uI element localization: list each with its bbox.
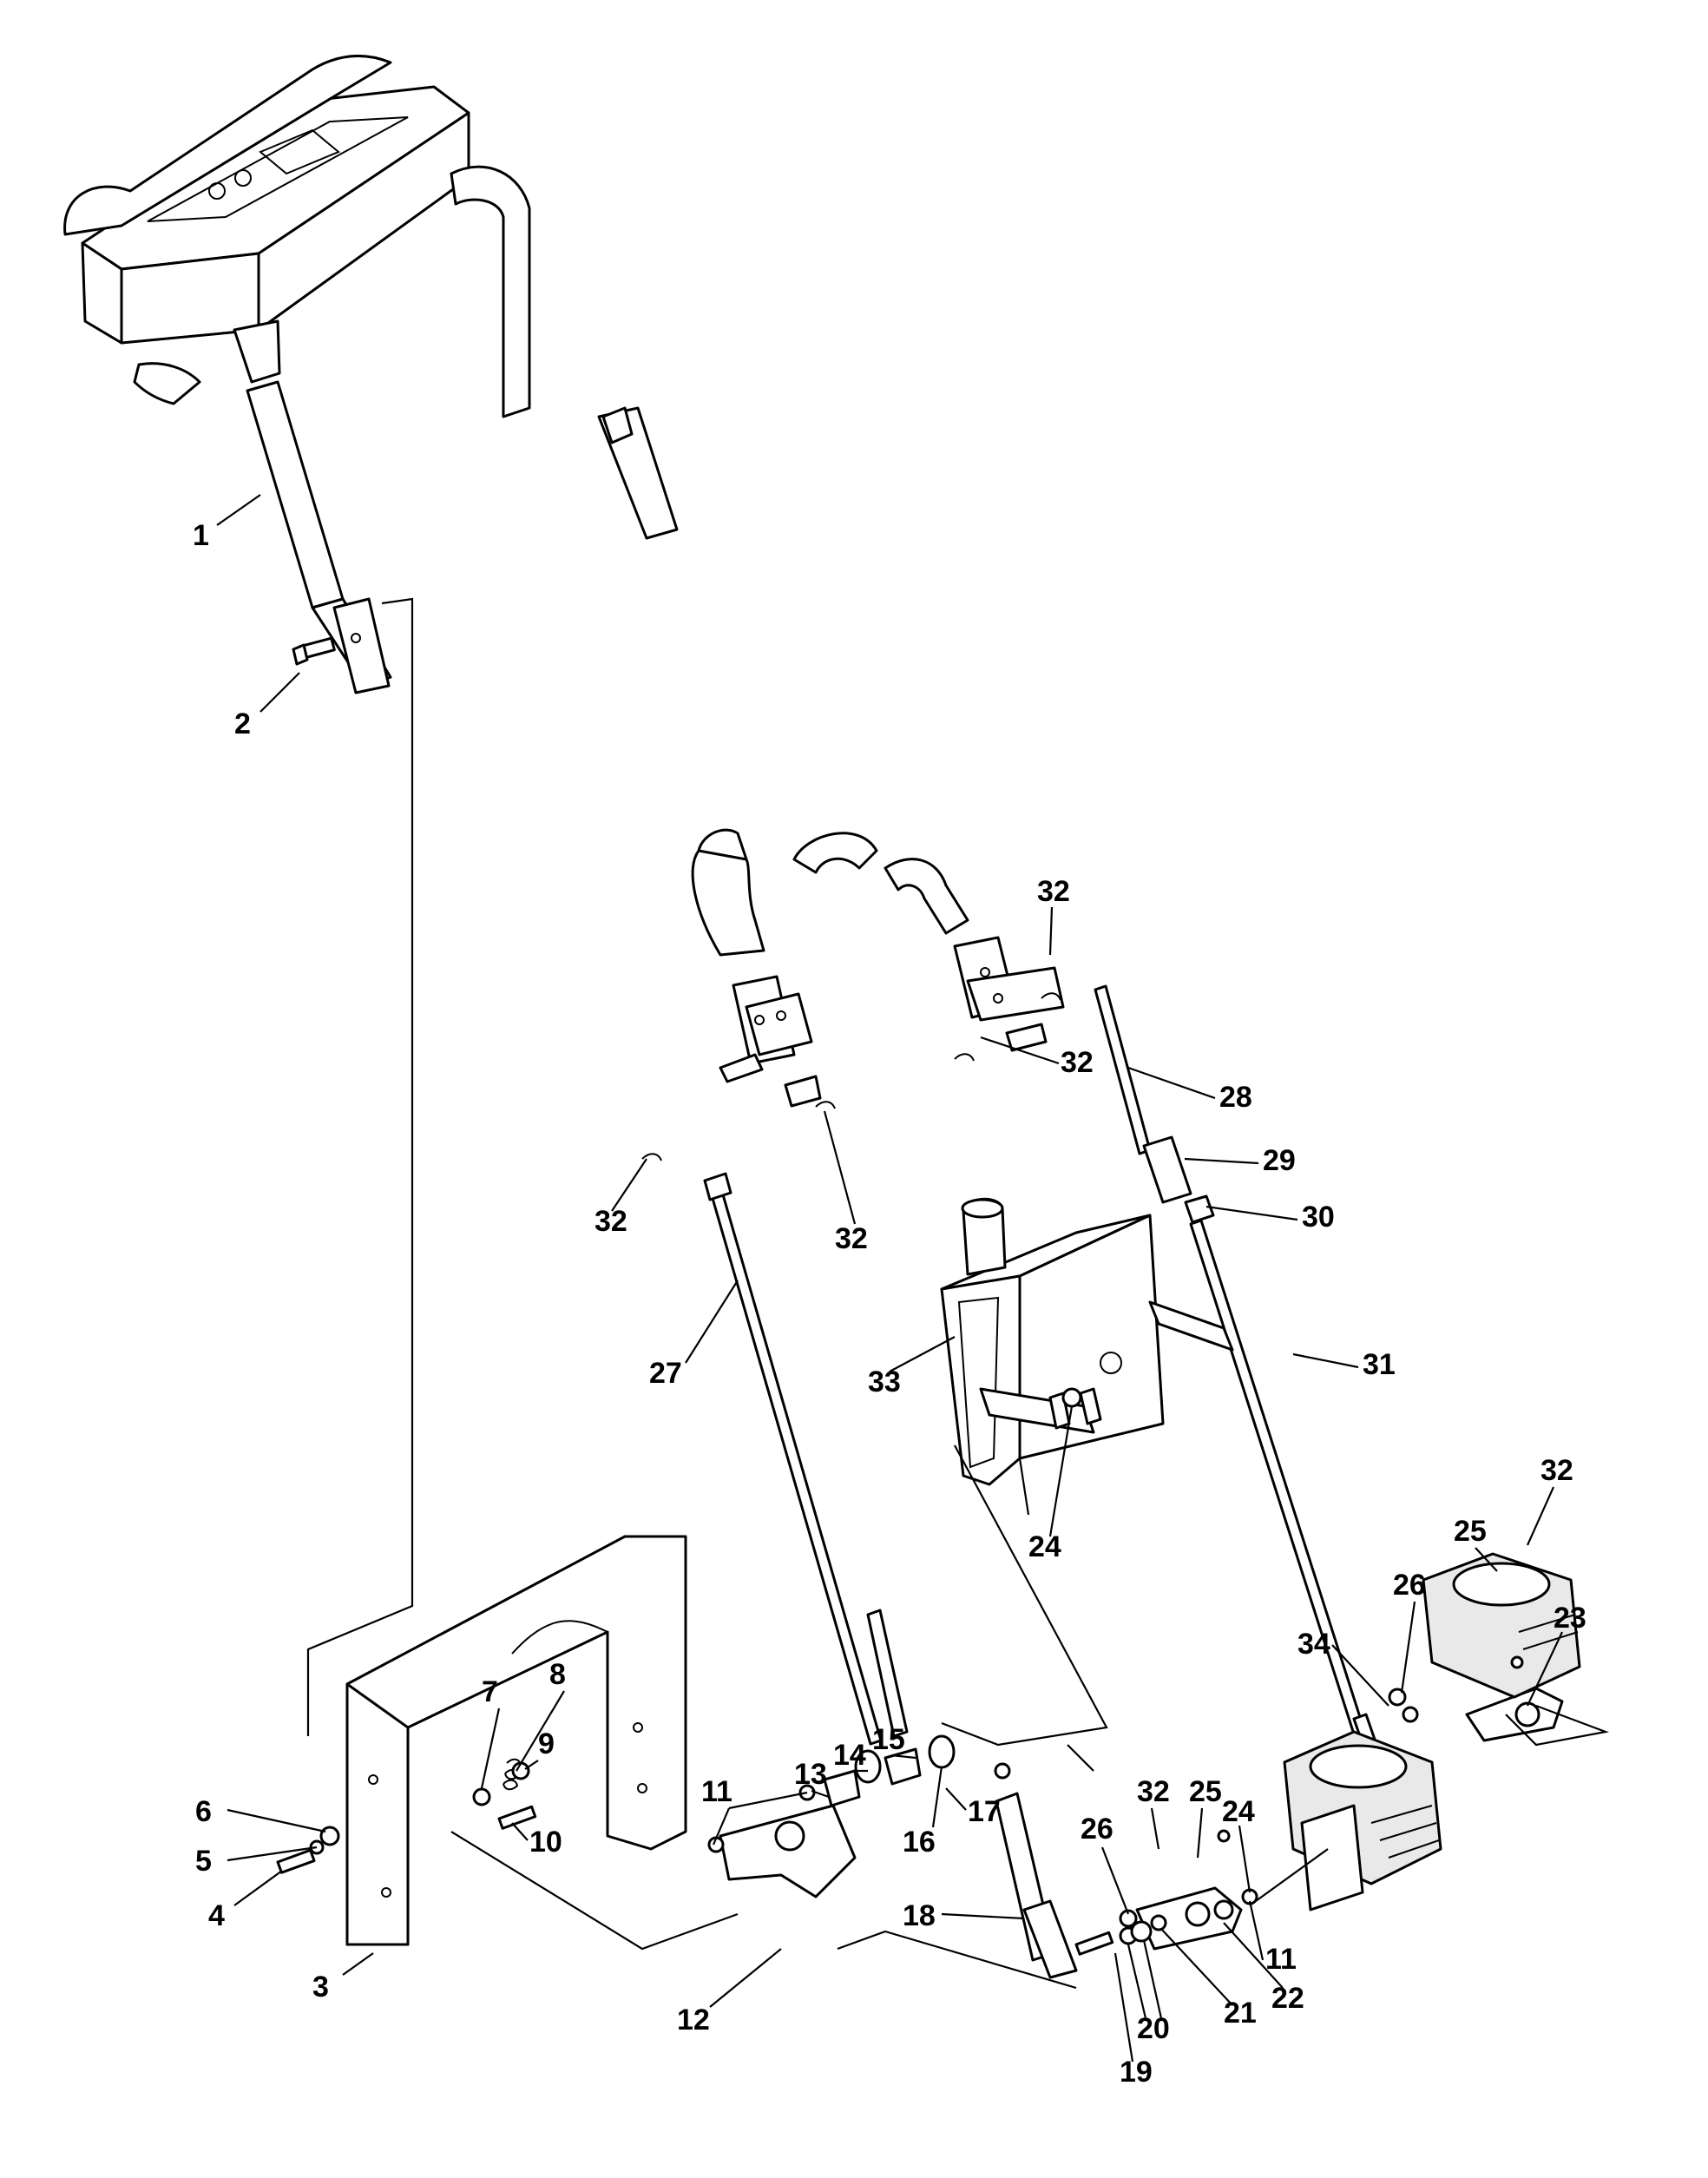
callout-11: 11	[701, 1775, 732, 1808]
callout-16: 16	[903, 1826, 936, 1859]
callout-31: 31	[1363, 1348, 1396, 1381]
callout-32: 32	[1137, 1775, 1170, 1808]
callout-22: 22	[1271, 1982, 1304, 2015]
callout-26: 26	[1393, 1569, 1426, 1602]
callout-12: 12	[677, 2004, 710, 2037]
callout-13: 13	[794, 1758, 827, 1791]
fuel-tank	[940, 1197, 1234, 1486]
callout-34: 34	[1297, 1628, 1330, 1661]
callout-19: 19	[1120, 2056, 1153, 2089]
callout-3: 3	[312, 1971, 329, 2004]
callout-18: 18	[903, 1899, 936, 1932]
callout-32: 32	[835, 1222, 868, 1255]
callout-23: 23	[1554, 1602, 1586, 1635]
callout-33: 33	[868, 1365, 901, 1398]
callout-labels: 1 2 3 4 5 6 7 8 9 10 11 11 12 13 14 15 1…	[193, 519, 1586, 2089]
assembly-trace-lines	[306, 597, 1610, 1990]
callout-7: 7	[482, 1675, 498, 1708]
callout-25: 25	[1189, 1775, 1222, 1808]
control-handle-assembly	[63, 54, 679, 694]
callout-27: 27	[649, 1357, 682, 1390]
callout-9: 9	[538, 1727, 555, 1760]
callout-15: 15	[872, 1723, 905, 1756]
callout-5: 5	[195, 1845, 212, 1878]
callout-29: 29	[1263, 1144, 1296, 1177]
hand-grip-assembly	[641, 828, 1390, 1786]
callout-leaders	[216, 494, 1563, 2063]
callout-14: 14	[833, 1739, 866, 1772]
callout-4: 4	[208, 1899, 225, 1932]
callout-32: 32	[1540, 1454, 1573, 1487]
callout-25: 25	[1454, 1515, 1487, 1548]
callout-1: 1	[193, 519, 209, 552]
callout-11: 11	[1265, 1943, 1297, 1976]
callout-26: 26	[1081, 1813, 1113, 1846]
mounting-bracket	[276, 1535, 687, 1946]
pump-assembly	[1061, 1387, 1581, 1956]
callout-20: 20	[1137, 2012, 1170, 2045]
linkage-parts	[707, 1734, 1078, 1979]
callout-24: 24	[1222, 1795, 1255, 1828]
callout-32: 32	[1061, 1046, 1094, 1079]
callout-2: 2	[234, 707, 251, 740]
callout-24: 24	[1028, 1530, 1061, 1563]
callout-30: 30	[1302, 1201, 1335, 1234]
callout-32: 32	[595, 1205, 627, 1238]
callout-28: 28	[1219, 1081, 1252, 1114]
callout-10: 10	[529, 1826, 562, 1859]
callout-17: 17	[968, 1795, 1001, 1828]
callout-8: 8	[549, 1658, 566, 1691]
callout-32: 32	[1037, 875, 1070, 908]
callout-6: 6	[195, 1795, 212, 1828]
